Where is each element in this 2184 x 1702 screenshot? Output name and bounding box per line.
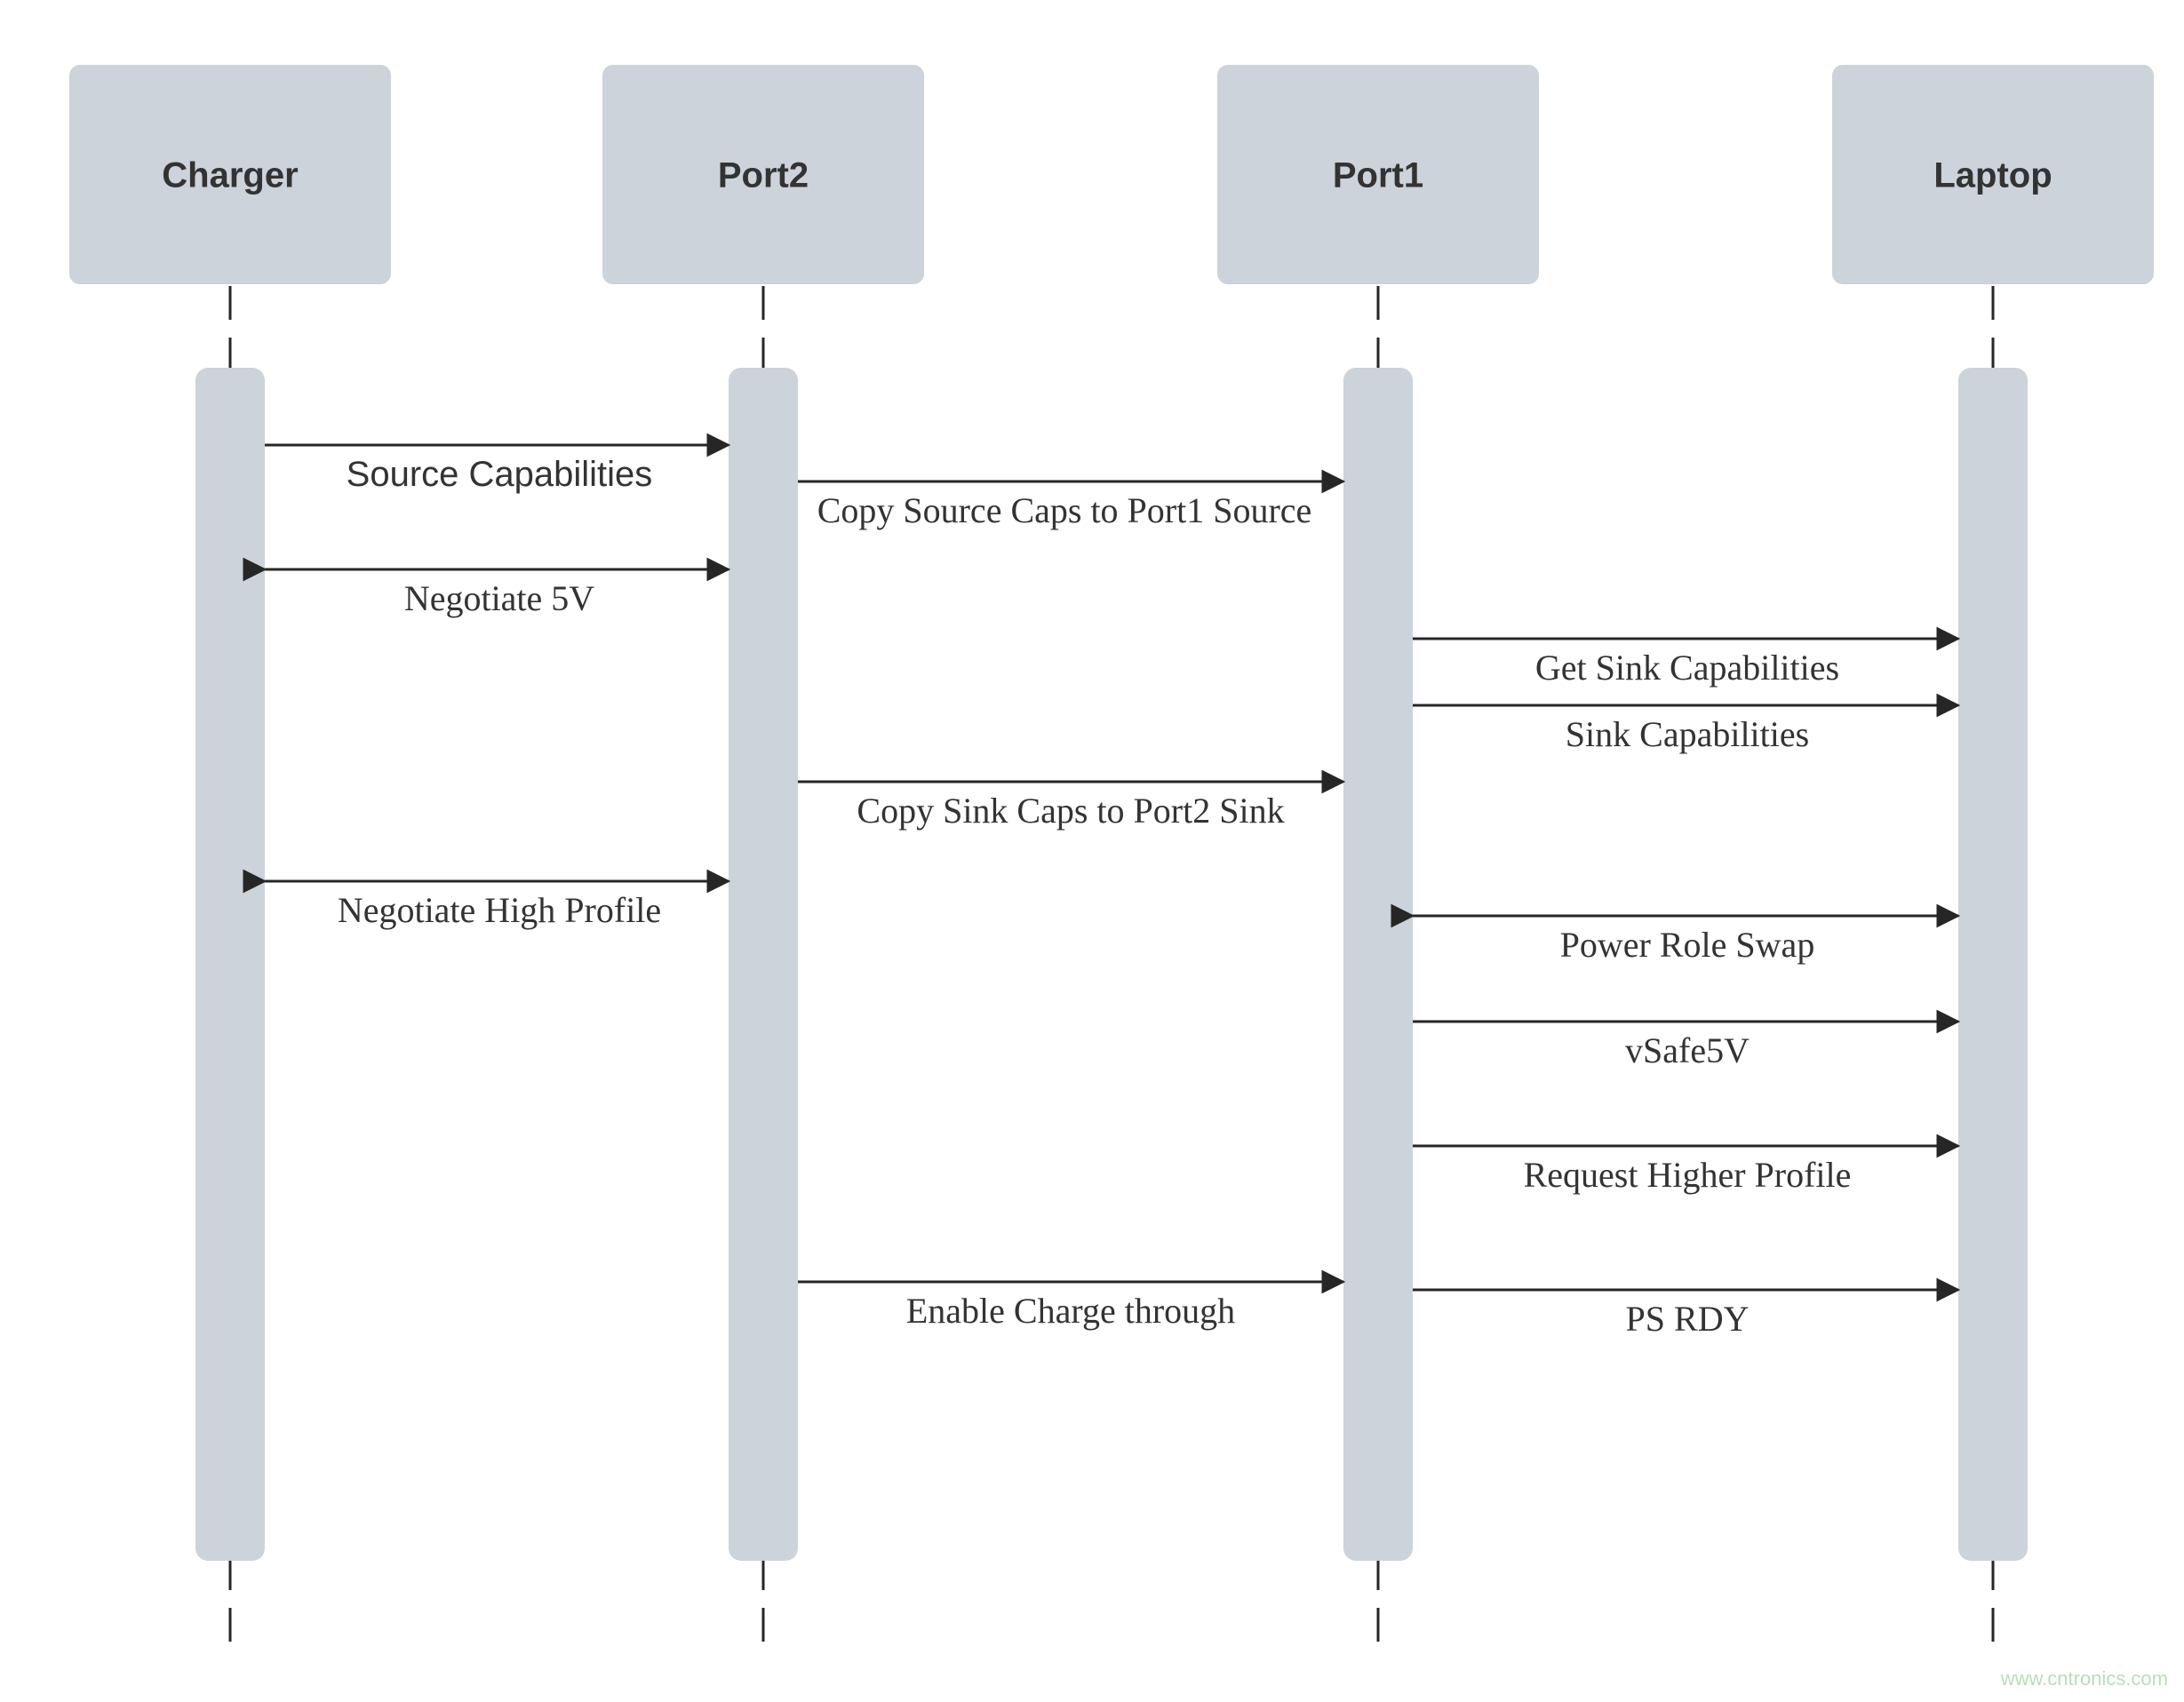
message-label-13: PS RDY — [1626, 1299, 1750, 1339]
message-4: Get Sink Capabilities — [1413, 626, 1961, 688]
message-label-6: Copy Sink Caps to Port2 Sink — [857, 791, 1284, 831]
participant-box-rect-port1 — [1217, 65, 1539, 284]
message-10: vSafe5V — [1413, 1009, 1961, 1070]
message-5: Sink Capabilities — [1413, 693, 1961, 754]
participant-label-port2: Port2 — [718, 156, 809, 195]
message-label-3: Negotiate 5V — [404, 578, 594, 618]
participant-box-port2[interactable]: Port2 — [602, 65, 924, 284]
message-label-1: Source Capabilities — [347, 455, 653, 494]
participant-box-rect-laptop — [1832, 65, 2154, 284]
message-label-11: Request Higher Profile — [1524, 1155, 1852, 1195]
message-8: Power Role Swap — [1391, 903, 1961, 965]
participant-label-charger: Charger — [162, 156, 298, 195]
participant-box-rect-charger — [69, 65, 391, 284]
message-label-8: Power Role Swap — [1560, 925, 1815, 965]
participant-box-rect-port2 — [602, 65, 924, 284]
participant-label-port1: Port1 — [1333, 156, 1423, 195]
participant-header-boxes: Charger Port2 Port1 Laptop — [69, 65, 2154, 284]
activation-bar-charger — [195, 368, 265, 1561]
message-label-10: vSafe5V — [1625, 1030, 1750, 1070]
message-label-2: Copy Source Caps to Port1 Source — [817, 490, 1312, 530]
lifelines-group — [228, 286, 1995, 1642]
message-13: PS RDY — [1413, 1277, 1961, 1339]
activation-bar-port2 — [729, 368, 798, 1561]
participant-box-port1[interactable]: Port1 — [1217, 65, 1539, 284]
message-label-7: Negotiate High Profile — [338, 890, 661, 930]
participant-label-laptop: Laptop — [1933, 156, 2052, 195]
message-2: Copy Source Caps to Port1 Source — [798, 469, 1346, 530]
message-label-12: Enable Charge through — [906, 1291, 1235, 1331]
message-label-5: Sink Capabilities — [1566, 714, 1809, 754]
activation-bar-port1 — [1343, 368, 1413, 1561]
message-3: Negotiate 5V — [243, 557, 731, 618]
message-11: Request Higher Profile — [1413, 1133, 1961, 1195]
message-12: Enable Charge through — [798, 1269, 1346, 1331]
site-watermark: www.cntronics.com — [2000, 1667, 2168, 1690]
message-1: Source Capabilities — [265, 433, 731, 494]
message-6: Copy Sink Caps to Port2 Sink — [798, 769, 1346, 831]
participant-box-charger[interactable]: Charger — [69, 65, 391, 284]
activation-bar-laptop — [1958, 368, 2028, 1561]
message-7: Negotiate High Profile — [243, 869, 731, 930]
activation-bars-group — [195, 368, 2028, 1561]
participant-box-laptop[interactable]: Laptop — [1832, 65, 2154, 284]
message-label-4: Get Sink Capabilities — [1535, 648, 1839, 688]
